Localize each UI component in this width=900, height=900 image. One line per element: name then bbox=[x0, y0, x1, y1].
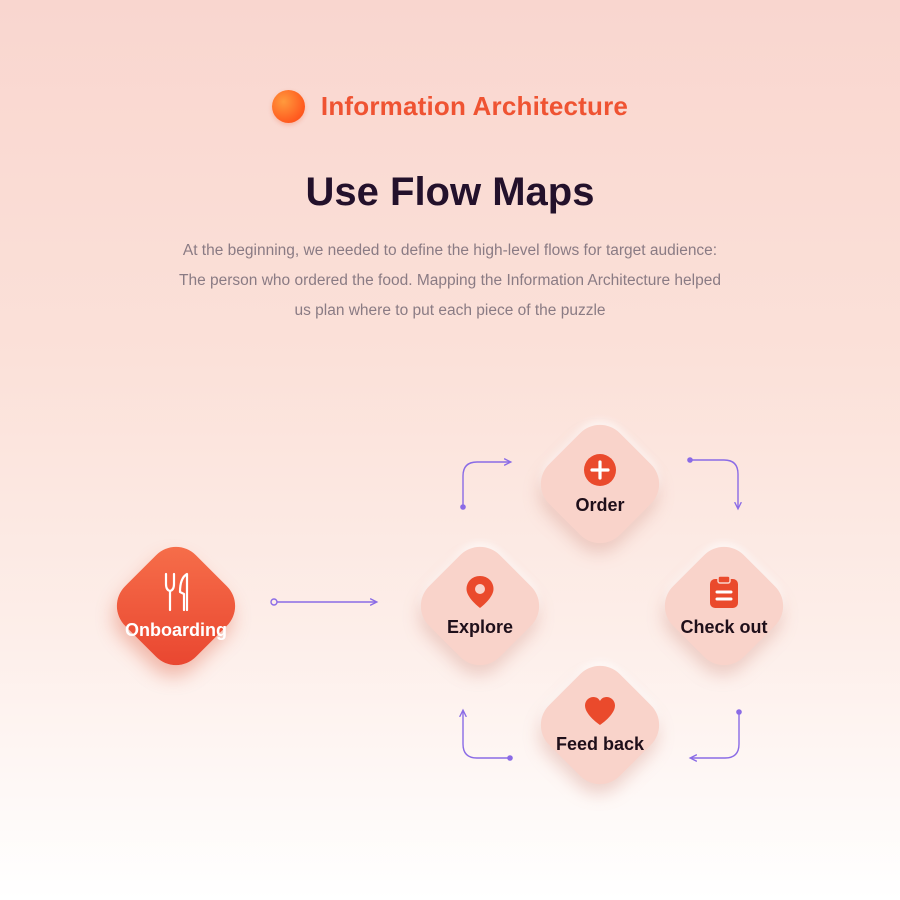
plus-circle-icon bbox=[584, 453, 616, 486]
description-line: us plan where to put each piece of the p… bbox=[294, 302, 606, 319]
node-label: Feed back bbox=[555, 733, 645, 754]
description-line: At the beginning, we needed to define th… bbox=[182, 242, 718, 259]
node-feedback[interactable]: Feed back bbox=[529, 654, 671, 796]
node-onboarding[interactable]: Onboarding bbox=[105, 535, 247, 677]
node-explore[interactable]: Explore bbox=[409, 535, 551, 677]
node-label: Explore bbox=[446, 616, 514, 637]
node-order[interactable]: Order bbox=[529, 413, 671, 555]
node-checkout[interactable]: Check out bbox=[653, 535, 795, 677]
order-to-checkout-arrow bbox=[687, 457, 738, 508]
node-label: Onboarding bbox=[125, 619, 227, 640]
location-pin-icon bbox=[466, 575, 494, 608]
fork-knife-icon bbox=[164, 572, 189, 611]
onboarding-to-explore-arrow bbox=[270, 599, 376, 605]
section-subtitle: Information Architecture bbox=[320, 90, 629, 121]
description: At the beginning, we needed to define th… bbox=[140, 236, 760, 326]
node-label: Order bbox=[575, 494, 625, 515]
description-line: The person who ordered the food. Mapping… bbox=[179, 272, 721, 289]
heart-icon bbox=[585, 696, 615, 725]
bullet-dot-icon bbox=[271, 89, 305, 123]
checkout-to-feedback-arrow bbox=[691, 709, 742, 758]
feedback-to-explore-arrow bbox=[463, 711, 513, 761]
clipboard-icon bbox=[710, 574, 738, 608]
page-title: Use Flow Maps bbox=[305, 170, 595, 214]
node-label: Check out bbox=[680, 616, 768, 637]
section-header: Information Architecture bbox=[0, 88, 900, 124]
explore-to-order-arrow bbox=[460, 462, 510, 510]
